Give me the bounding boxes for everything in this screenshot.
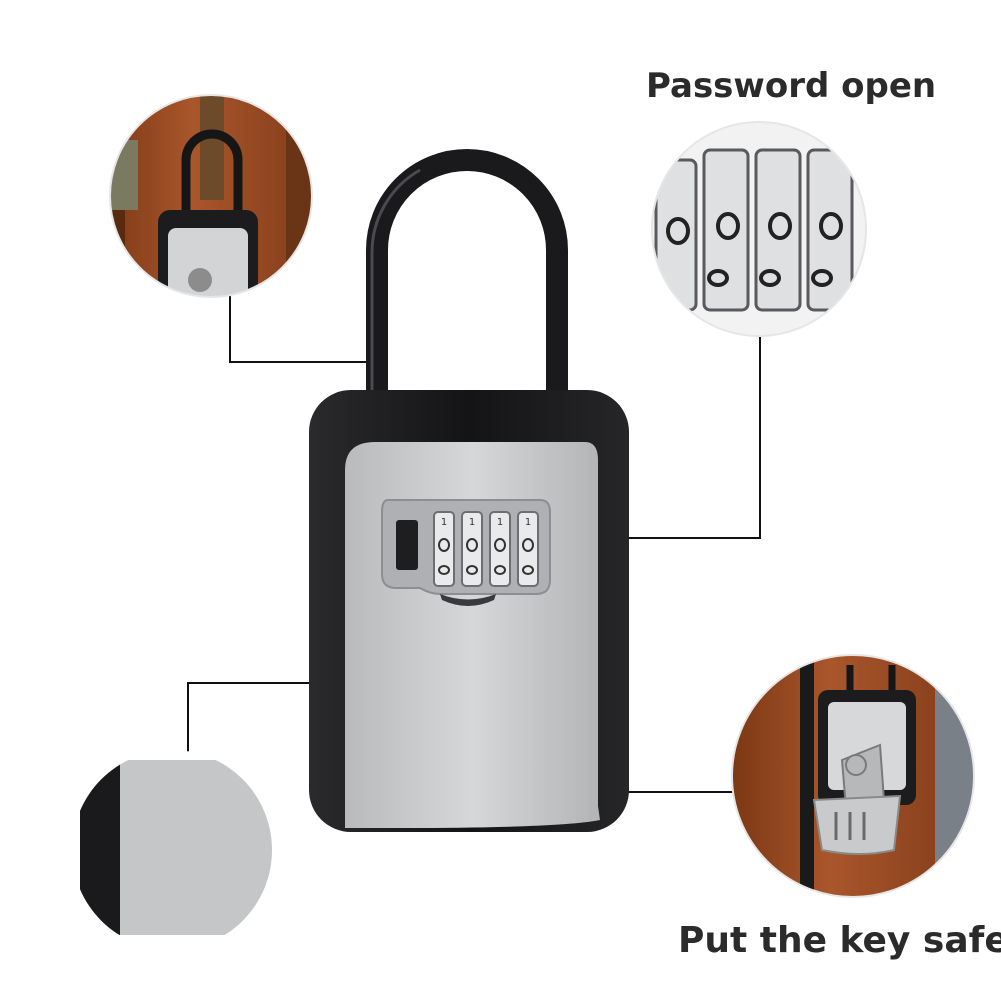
dial-mark: 1 [497,517,503,528]
shackle [366,149,568,420]
combination-dials: 1 1 1 1 [433,511,539,587]
dial-mark: 1 [469,517,475,528]
dial-mark: 1 [525,517,531,528]
leader-line-side [187,682,338,752]
inset-hanging-on-door [110,95,312,297]
inset-keys-inside [732,655,974,897]
dial-latch [440,594,496,606]
callout-put-key-safely: Put the key safely [678,920,1001,961]
inset-edge-closeup [72,750,272,950]
release-button [396,520,418,570]
leader-line-hanger [229,290,370,363]
callout-password-open: Password open [646,66,937,106]
shackle-highlight [370,168,421,400]
dial-mark: 1 [441,517,447,528]
